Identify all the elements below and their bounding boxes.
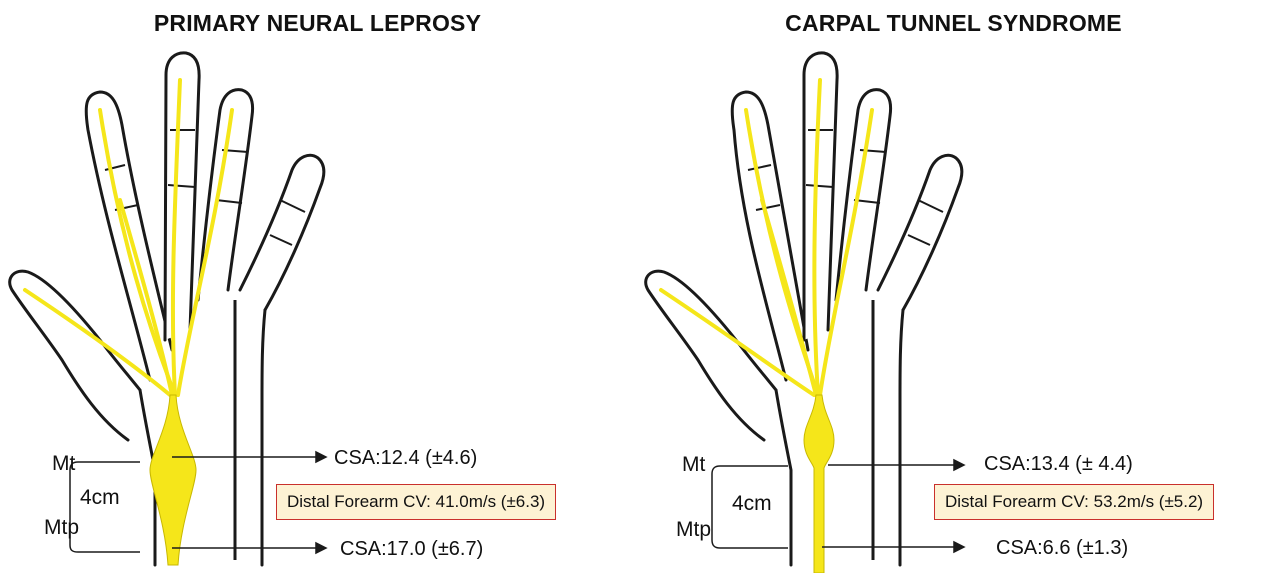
distance-label: 4cm (80, 486, 120, 510)
mt-label: Mt (682, 453, 705, 477)
csa-mt-label: CSA:12.4 (±4.6) (334, 447, 477, 470)
conduction-velocity-box: Distal Forearm CV: 53.2m/s (±5.2) (934, 484, 1214, 520)
mtp-label: Mtp (44, 516, 79, 540)
csa-mtp-label: CSA:6.6 (±1.3) (996, 537, 1128, 560)
mtp-label: Mtp (676, 518, 711, 542)
panel-primary-neural-leprosy: PRIMARY NEURAL LEPROSY (0, 0, 635, 573)
hand-outline (646, 53, 962, 565)
conduction-velocity-box: Distal Forearm CV: 41.0m/s (±6.3) (276, 484, 556, 520)
panel-carpal-tunnel-syndrome: CARPAL TUNNEL SYNDROME (636, 0, 1271, 573)
csa-mt-label: CSA:13.4 (± 4.4) (984, 453, 1133, 476)
distance-label: 4cm (732, 492, 772, 516)
mt-label: Mt (52, 452, 75, 476)
median-nerve-enlarged (150, 395, 196, 565)
csa-mtp-label: CSA:17.0 (±6.7) (340, 538, 483, 561)
